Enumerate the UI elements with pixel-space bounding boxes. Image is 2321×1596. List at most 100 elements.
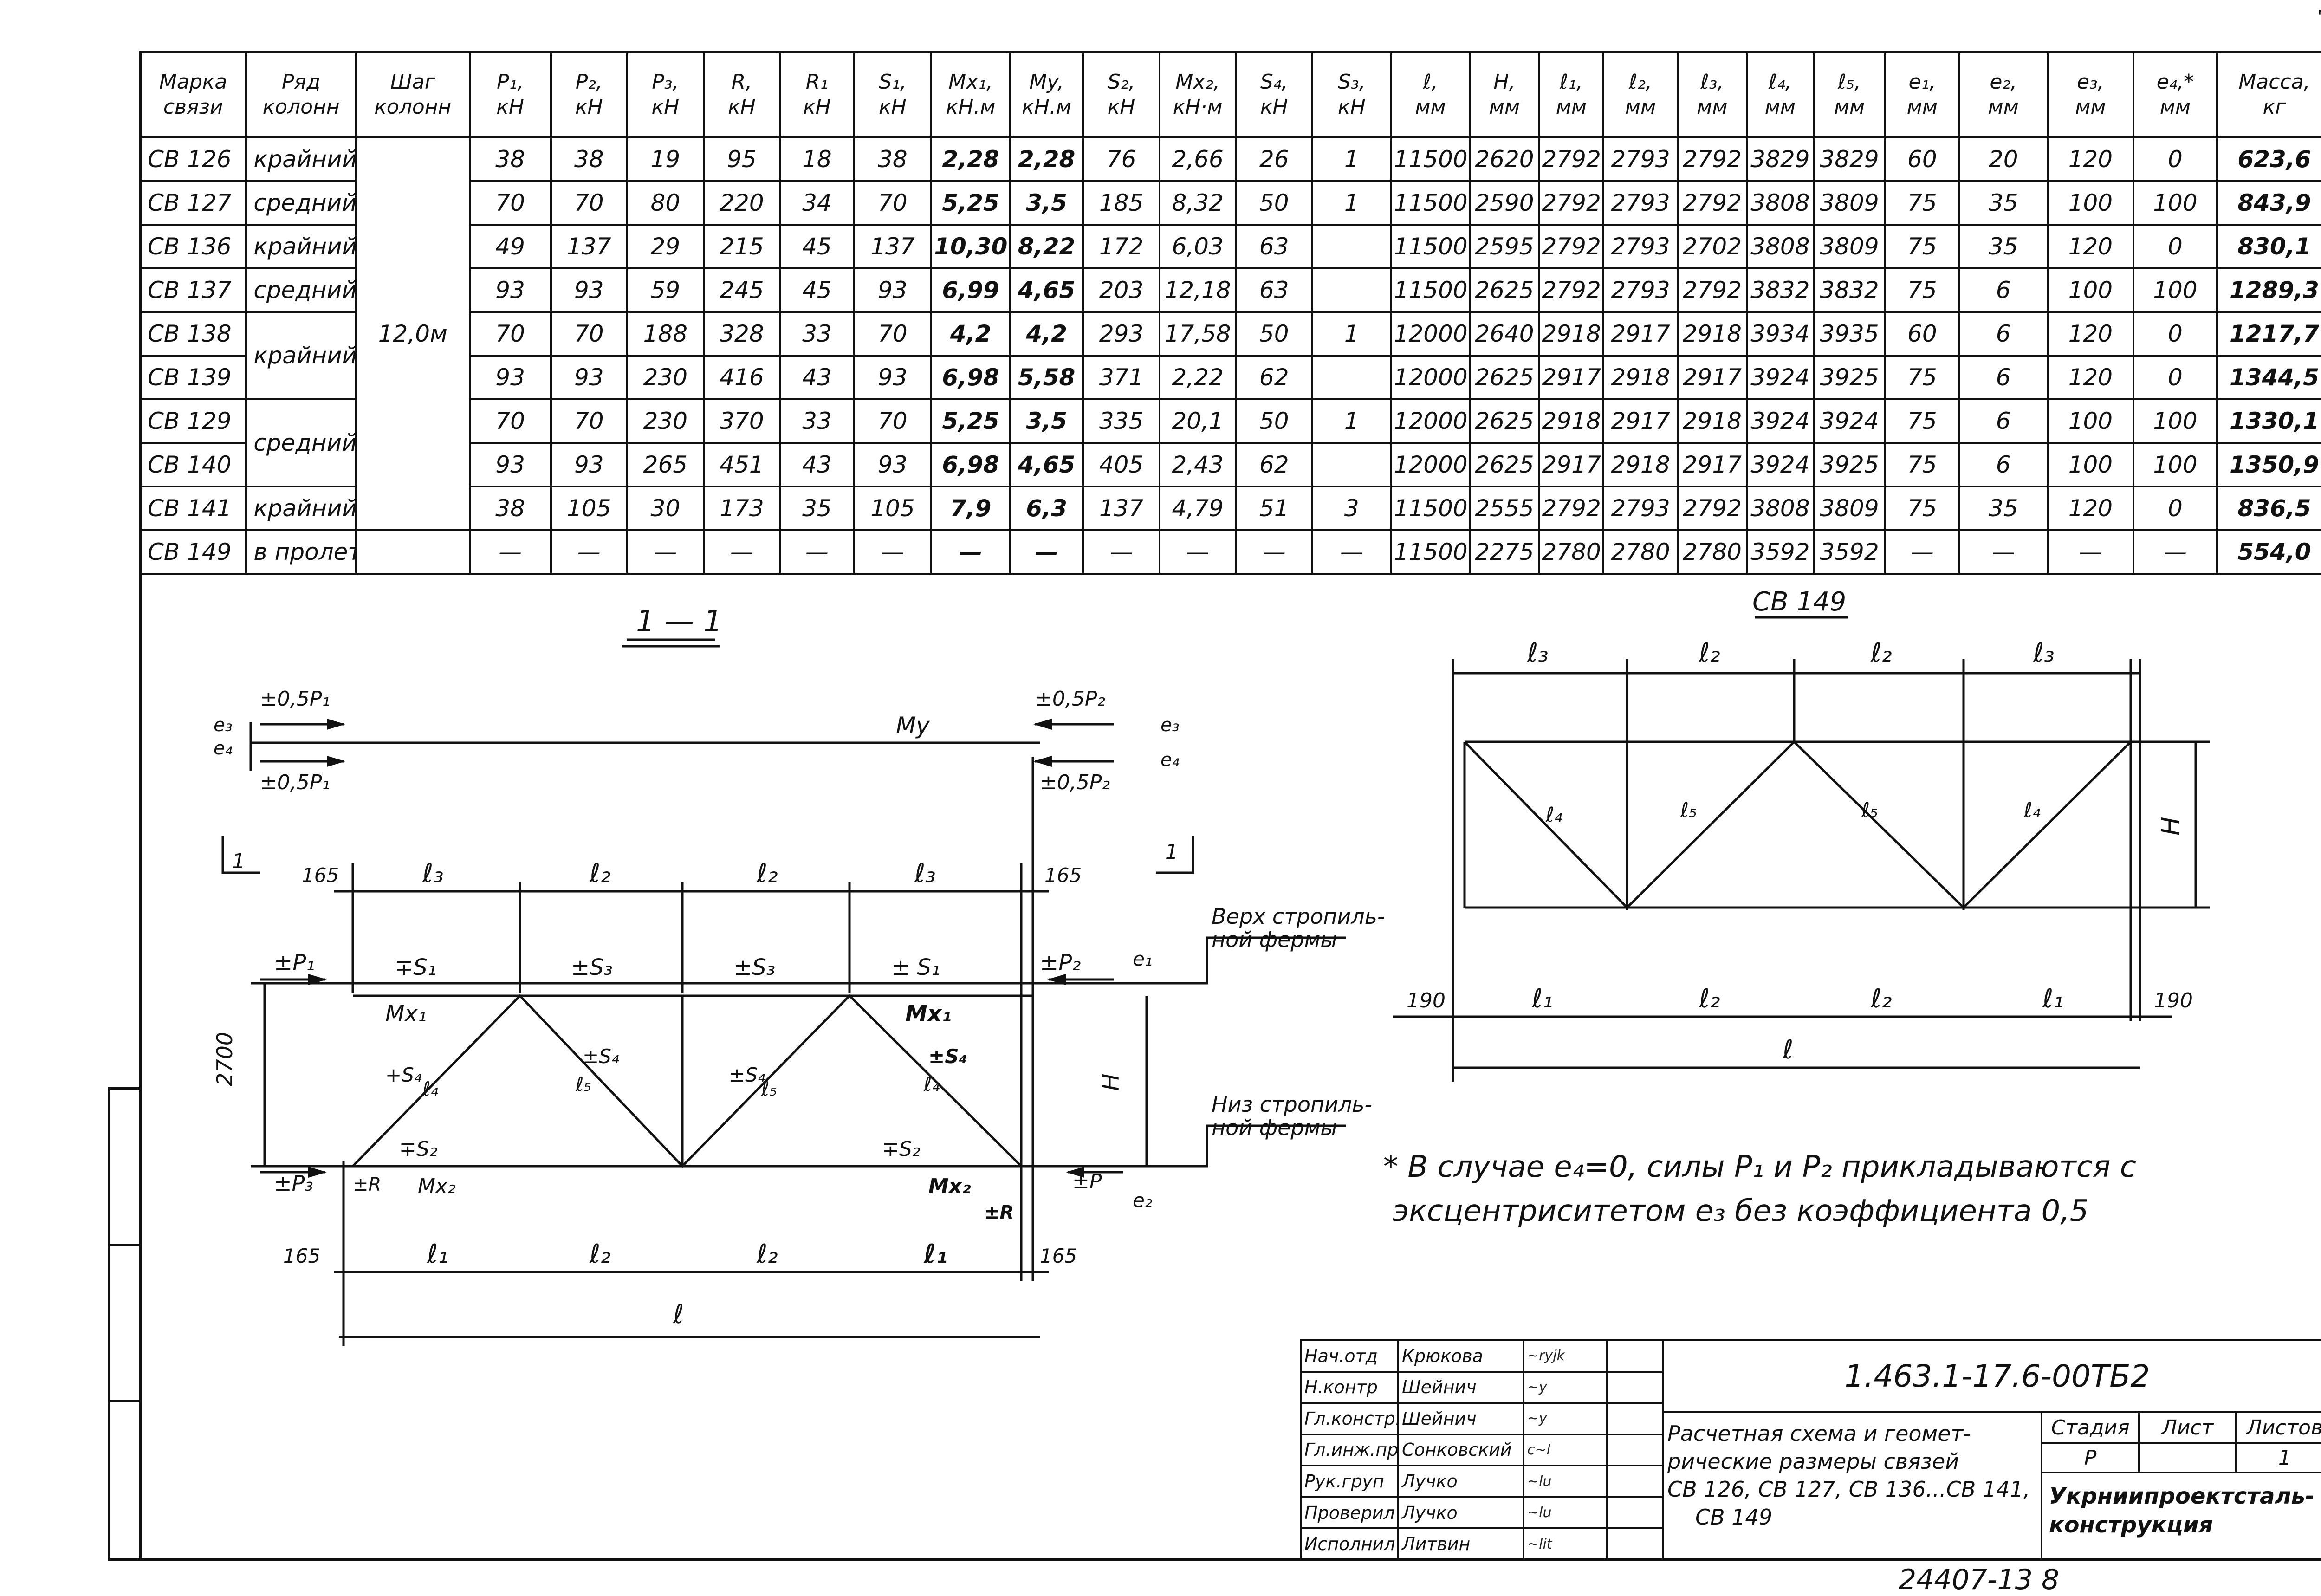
s3-label: ±S₃	[571, 954, 613, 980]
table-cell: 3832	[1812, 267, 1887, 313]
table-cell: 93	[468, 355, 552, 400]
e1-label: e₁	[1133, 947, 1153, 970]
column-header-unit: кН.м	[946, 95, 996, 119]
signature-sig: ~y	[1523, 1370, 1608, 1404]
p1-label: ±P₁	[274, 950, 315, 976]
top-chord-label-2: ной фермы	[1212, 927, 1337, 952]
table-cell: 3935	[1812, 311, 1887, 357]
dim-l2-top: ℓ₂	[756, 858, 778, 889]
table-cell: 2625	[1469, 267, 1540, 313]
table-cell: 18	[779, 136, 855, 182]
table-cell: 2,22	[1158, 355, 1237, 400]
p3-label: ±P₃	[274, 1171, 313, 1196]
table-cell: 3592	[1812, 529, 1887, 575]
table-cell	[1311, 224, 1392, 269]
cb149-title: СВ 149	[1752, 587, 1846, 617]
table-cell: 220	[702, 180, 781, 226]
signature-name: Крюкова	[1397, 1339, 1524, 1373]
table-cell: 50	[1235, 311, 1313, 357]
table-cell: 451	[702, 442, 781, 487]
cell-mark: СВ 129	[139, 398, 247, 444]
table-cell: 38	[468, 136, 552, 182]
table-cell: 8,32	[1158, 180, 1237, 226]
column-header-unit: мм	[1625, 95, 1656, 119]
table-cell: 11500	[1390, 529, 1471, 575]
table-cell: 416	[702, 355, 781, 400]
table-cell: 2,28	[1009, 136, 1084, 182]
table-cell: —	[2046, 529, 2134, 575]
table-cell: 100	[2046, 398, 2134, 444]
table-cell: 0	[2132, 355, 2218, 400]
table-cell: —	[1158, 529, 1237, 575]
table-cell: 93	[853, 442, 933, 487]
table-cell: 2625	[1469, 442, 1540, 487]
table-cell: 2792	[1676, 267, 1748, 313]
table-cell: 12000	[1390, 442, 1471, 487]
table-cell: 1	[1311, 398, 1392, 444]
table-cell: 19	[626, 136, 705, 182]
bottom-chord-label-1: Низ стропиль-	[1212, 1092, 1372, 1117]
dim-165-top-left: 165	[302, 864, 339, 887]
table-cell: 6,03	[1158, 224, 1237, 269]
column-header-line: Марка	[159, 70, 227, 94]
table-cell: 10,30	[930, 224, 1011, 269]
title-block-right: 1.463.1-17.6-00ТБ2 Расчетная схема и гео…	[1662, 1339, 2321, 1561]
table-cell: 265	[626, 442, 705, 487]
cb149-l: ℓ	[1782, 1035, 1793, 1065]
table-cell: 11500	[1390, 180, 1471, 226]
table-cell: 2702	[1676, 224, 1748, 269]
table-cell: 63	[1235, 224, 1313, 269]
table-cell: 2792	[1538, 486, 1605, 531]
table-cell: 2792	[1538, 180, 1605, 226]
signature-role: Н.контр	[1300, 1370, 1399, 1404]
column-header: e₃,мм	[2046, 51, 2134, 138]
column-header-line: Mx₂,	[1175, 70, 1220, 94]
column-header-line: H,	[1493, 70, 1516, 94]
signature-date	[1606, 1370, 1664, 1404]
dim-165-bottom-right: 165	[1040, 1245, 1077, 1267]
dim-l3-top: ℓ₃	[422, 858, 444, 889]
document-code: 1.463.1-17.6-00ТБ2	[1662, 1341, 2321, 1413]
stage-sheet-block: Стадия Лист Листов Р 1	[2042, 1413, 2321, 1473]
dim-l2-top: ℓ₂	[589, 858, 611, 889]
l5-label: ℓ₅	[761, 1077, 777, 1100]
table-cell: 120	[2046, 311, 2134, 357]
column-header-line: ℓ,	[1423, 70, 1438, 94]
table-cell: 1	[1311, 311, 1392, 357]
table-cell: 70	[853, 398, 933, 444]
column-header: ℓ₂,мм	[1602, 51, 1679, 138]
signature-role: Нач.отд	[1300, 1339, 1399, 1373]
table-cell: 3592	[1745, 529, 1815, 575]
s4-label: +S₄	[385, 1064, 422, 1086]
column-header-unit: кН	[728, 95, 756, 119]
column-header-line: P₁,	[497, 70, 524, 94]
table-cell: 1350,9	[2216, 442, 2321, 487]
table-cell: 2918	[1676, 311, 1748, 357]
cell-row-type: средний	[245, 398, 357, 487]
table-cell: 2620	[1469, 136, 1540, 182]
column-header-line: P₂,	[575, 70, 603, 94]
sheets-value: 1	[2235, 1443, 2321, 1473]
column-header-line: R₁	[805, 70, 829, 94]
my-label: My	[896, 712, 930, 739]
half-p2-bottom: ±0,5P₂	[1040, 771, 1110, 794]
column-header-unit: кН	[1260, 95, 1288, 119]
s4-label: ±S₄	[928, 1045, 967, 1068]
table-cell: 1217,7	[2216, 311, 2321, 357]
column-header-unit: мм	[1489, 95, 1520, 119]
column-header: ℓ₁,мм	[1538, 51, 1605, 138]
column-header-line: e₁,	[1908, 70, 1936, 94]
table-cell: 120	[2046, 224, 2134, 269]
table-cell: 100	[2046, 267, 2134, 313]
table-cell: 12000	[1390, 355, 1471, 400]
table-cell: 17,58	[1158, 311, 1237, 357]
table-cell: 95	[702, 136, 781, 182]
table-cell: 6	[1958, 398, 2049, 444]
table-cell: 6,3	[1009, 486, 1084, 531]
table-cell: 26	[1235, 136, 1313, 182]
mx1-label: Mx₁	[905, 1001, 952, 1027]
